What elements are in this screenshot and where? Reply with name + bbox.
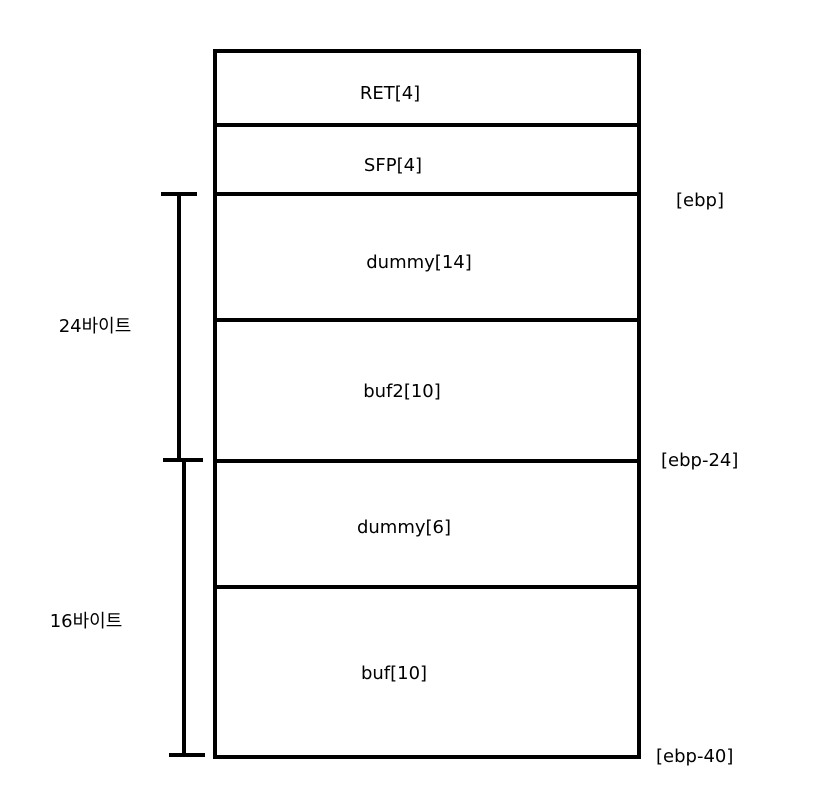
cell-label-sfp: SFP[4]	[363, 155, 423, 176]
cell-label-buf: buf[10]	[360, 663, 428, 684]
span-label-24-bytes: 24바이트	[58, 316, 132, 337]
cell-label-ret: RET[4]	[359, 83, 421, 104]
address-ebp: [ebp]	[676, 190, 724, 211]
address-ebp-24: [ebp-24]	[661, 450, 739, 471]
cell-label-dummy6: dummy[6]	[356, 517, 452, 538]
address-ebp-40: [ebp-40]	[656, 746, 734, 767]
cell-label-dummy14: dummy[14]	[366, 252, 472, 273]
stack-box	[213, 49, 641, 759]
cell-label-buf2: buf2[10]	[363, 381, 441, 402]
span-label-16-bytes: 16바이트	[49, 611, 123, 632]
